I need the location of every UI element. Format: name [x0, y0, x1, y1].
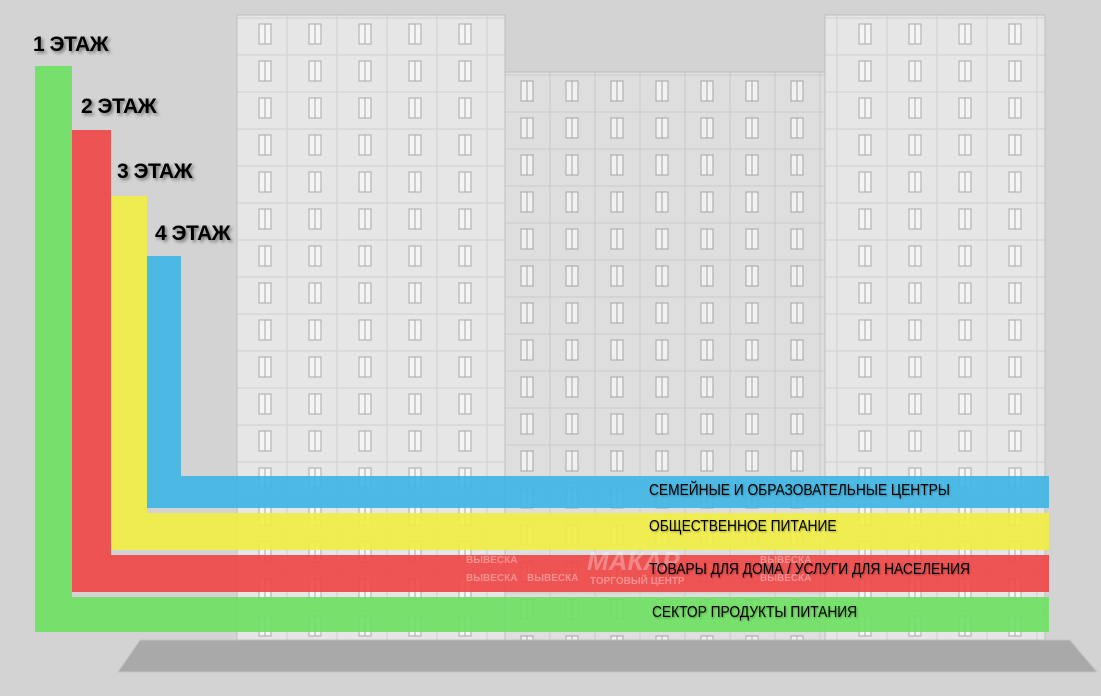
floor-2-sector-label: ТОВАРЫ ДЛЯ ДОМА / УСЛУГИ ДЛЯ НАСЕЛЕНИЯ [649, 561, 970, 578]
facade-sign: ВЫВЕСКА [466, 573, 518, 584]
floor-3-band [147, 513, 1049, 550]
facade-sign: ВЫВЕСКА [760, 555, 812, 566]
floor-2-band [111, 555, 1049, 592]
floor-1-sector-label: СЕКТОР ПРОДУКТЫ ПИТАНИЯ [652, 604, 858, 621]
floor-3-sector-label: ОБЩЕСТВЕННОЕ ПИТАНИЕ [649, 518, 837, 535]
brand-subtitle: ТОРГОВЫЙ ЦЕНТР [590, 576, 685, 587]
floor-1-label: 1 ЭТАЖ [33, 33, 109, 56]
floor-1-vertical-bar [35, 66, 72, 632]
brand-logo: МАКАР [587, 546, 680, 576]
floor-4-label: 4 ЭТАЖ [155, 222, 231, 245]
facade-sign: ВЫВЕСКА [527, 573, 579, 584]
floor-4-vertical-bar [147, 256, 181, 508]
ground-plinth [117, 639, 1099, 673]
floor-2-vertical-bar [72, 130, 111, 592]
floor-4-band [181, 476, 1049, 508]
floor-1-band [72, 597, 1049, 632]
floor-3-label: 3 ЭТАЖ [117, 160, 193, 183]
facade-sign: ВЫВЕСКА [760, 573, 812, 584]
floor-4-sector-label: СЕМЕЙНЫЕ И ОБРАЗОВАТЕЛЬНЫЕ ЦЕНТРЫ [649, 482, 950, 499]
facade-sign: ВЫВЕСКА [466, 555, 518, 566]
floor-2-label: 2 ЭТАЖ [81, 95, 157, 118]
floor-3-vertical-bar [111, 196, 147, 550]
